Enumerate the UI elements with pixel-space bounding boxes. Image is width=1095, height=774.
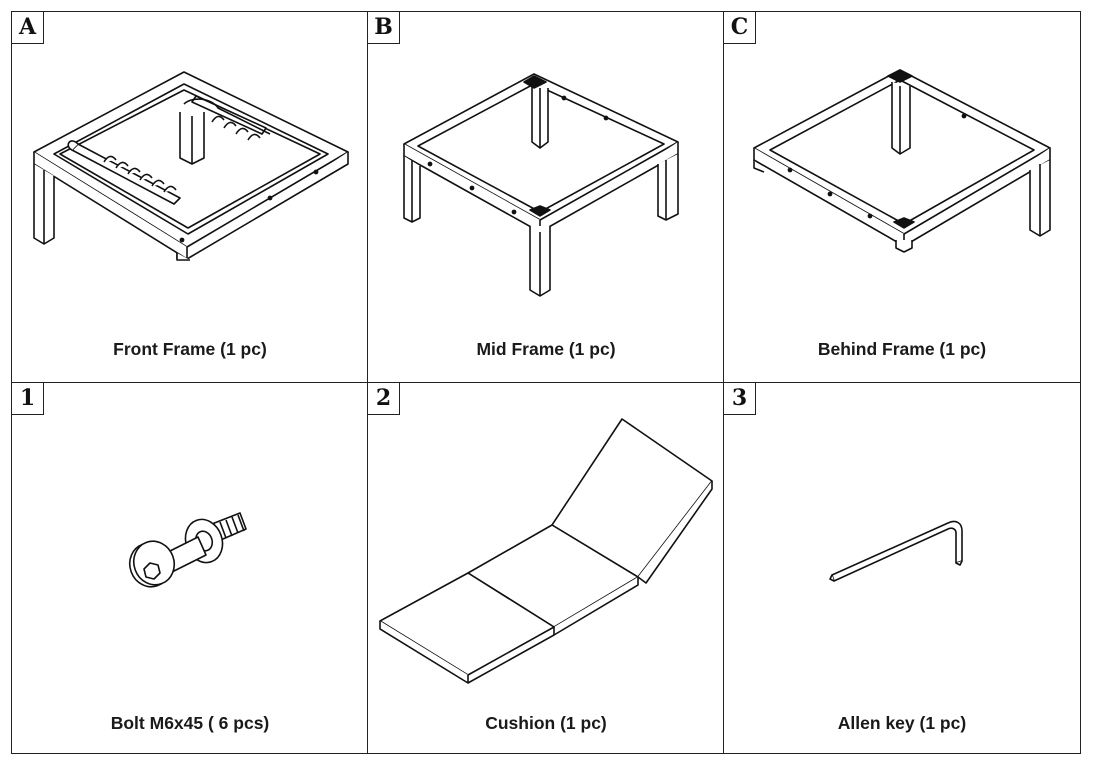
bolt-illustration	[12, 383, 368, 754]
part-cell-cushion: 2 Cushion (1 pc)	[368, 383, 724, 754]
parts-list-diagram: A Front Frame (1 pc)	[11, 11, 1081, 754]
mid-frame-illustration	[368, 12, 724, 383]
allen-key-illustration	[724, 383, 1080, 754]
part-tag: 3	[724, 383, 756, 415]
part-label: Bolt M6x45 ( 6 pcs)	[110, 713, 270, 733]
part-label: Behind Frame (1 pc)	[817, 339, 987, 359]
part-cell-mid-frame: B Mid Frame (1 pc)	[368, 12, 724, 383]
front-frame-illustration	[12, 12, 368, 383]
part-tag: 1	[12, 383, 44, 415]
part-tag: A	[12, 12, 44, 44]
part-label: Cushion (1 pc)	[485, 713, 607, 733]
cushion-illustration	[368, 383, 724, 754]
part-tag: B	[368, 12, 400, 44]
part-label: Allen key (1 pc)	[837, 713, 967, 733]
part-label: Mid Frame (1 pc)	[476, 339, 616, 359]
part-cell-behind-frame: C Behind Frame (1 pc)	[724, 12, 1080, 383]
part-cell-bolt: 1 Bolt M6x45 ( 6 pcs)	[12, 383, 368, 754]
part-label: Front Frame (1 pc)	[113, 339, 267, 359]
part-tag: C	[724, 12, 756, 44]
part-tag: 2	[368, 383, 400, 415]
grid-divider	[12, 382, 1080, 383]
part-cell-allen-key: 3 Allen key (1 pc)	[724, 383, 1080, 754]
behind-frame-illustration	[724, 12, 1080, 383]
part-cell-front-frame: A Front Frame (1 pc)	[12, 12, 368, 383]
